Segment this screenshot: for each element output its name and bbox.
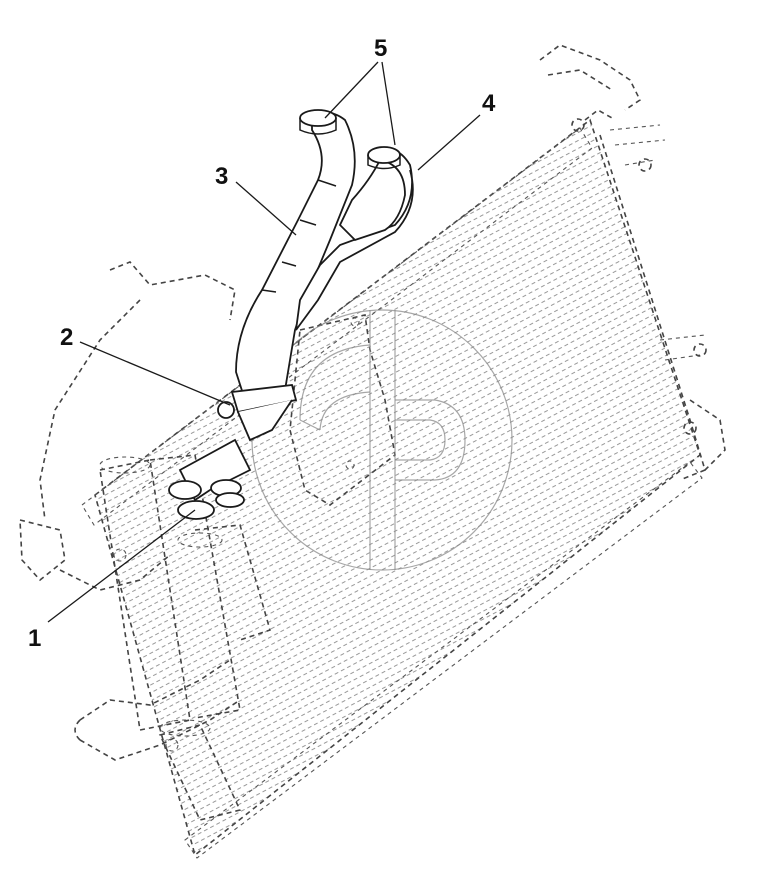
clamps-5 [299, 109, 401, 170]
radiator-frame [539, 44, 726, 481]
clamp-2 [217, 384, 298, 442]
hose-1 [168, 438, 252, 520]
watermark-logo [251, 309, 513, 571]
callout-2: 2 [60, 324, 73, 351]
callout-5: 5 [374, 35, 387, 62]
callout-1: 1 [28, 625, 41, 652]
callout-3: 3 [215, 163, 228, 190]
leader-lines [47, 61, 481, 623]
callout-4: 4 [482, 90, 496, 117]
lower-cylinders [99, 454, 271, 821]
